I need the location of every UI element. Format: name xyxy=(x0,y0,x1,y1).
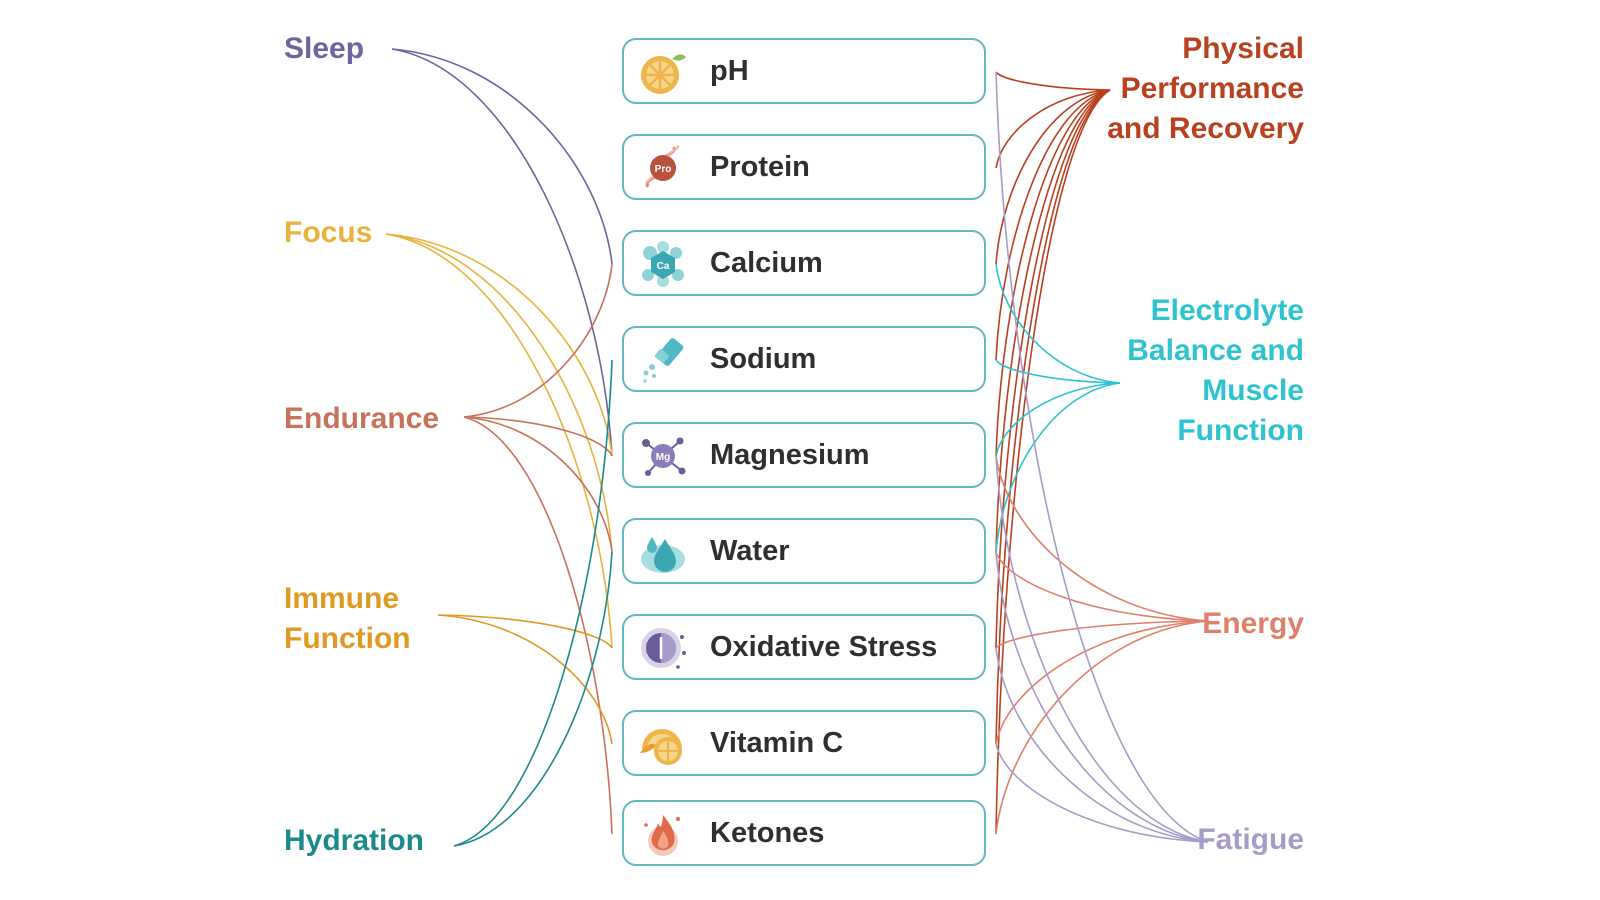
link-magnesium-physical xyxy=(995,89,1111,457)
biomarker-label: Vitamin C xyxy=(710,727,844,759)
label-line: Energy xyxy=(1202,607,1304,640)
lemon-slices-icon xyxy=(640,729,682,765)
biomarker-ph: pH xyxy=(622,38,986,104)
biomarker-label: Oxidative Stress xyxy=(710,631,938,663)
link-endurance-calcium xyxy=(463,263,613,418)
label-line: Sleep xyxy=(284,32,365,65)
link-sodium-electrolyte xyxy=(995,359,1121,384)
biomarker-protein: Pro Protein xyxy=(622,134,986,200)
link-sleep-magnesium xyxy=(391,48,613,457)
link-calcium-physical xyxy=(995,89,1111,265)
biomarker-label: Magnesium xyxy=(710,439,870,471)
label-electrolyte-balance: Electrolyte Balance and Muscle Function xyxy=(1127,291,1304,451)
link-magnesium-electrolyte xyxy=(995,382,1121,457)
link-ketones-physical xyxy=(995,89,1111,835)
icon-text: Ca xyxy=(657,261,670,272)
link-focus-magnesium xyxy=(385,233,613,457)
link-vitaminc-fatigue xyxy=(995,743,1209,843)
link-immune-oxidative xyxy=(437,614,613,649)
link-hydration-sodium xyxy=(453,359,613,847)
label-line: Physical xyxy=(1182,32,1304,65)
link-water-electrolyte xyxy=(995,382,1121,553)
biomarker-label: pH xyxy=(710,55,749,87)
biomarker-magnesium: Mg Magnesium xyxy=(622,422,986,488)
label-sleep: Sleep xyxy=(284,29,364,69)
biomarker-oxidative-stress: Oxidative Stress xyxy=(622,614,986,680)
biomarker-water: Water xyxy=(622,518,986,584)
label-line: Electrolyte xyxy=(1150,294,1304,327)
label-line: Hydration xyxy=(284,824,425,857)
label-line: Performance xyxy=(1120,72,1304,105)
salt-shaker-icon xyxy=(643,338,684,383)
link-immune-vitaminc xyxy=(437,614,613,745)
link-focus-water xyxy=(385,233,613,553)
label-energy: Energy xyxy=(1202,604,1304,644)
link-water-energy xyxy=(995,551,1209,622)
link-oxidative-fatigue xyxy=(995,647,1209,843)
link-ph-physical xyxy=(995,71,1111,91)
label-immune-function: Immune Function xyxy=(284,579,411,659)
magnesium-molecule-icon: Mg xyxy=(642,437,686,476)
label-line: and Recovery xyxy=(1107,112,1304,145)
link-focus-oxidative xyxy=(385,233,613,649)
label-line: Fatigue xyxy=(1197,823,1304,856)
biomarker-label: Protein xyxy=(710,151,810,183)
label-hydration: Hydration xyxy=(284,821,424,861)
link-vitaminc-physical xyxy=(995,89,1111,745)
icon-text: Pro xyxy=(655,164,672,175)
oxidative-stress-icon xyxy=(641,628,686,669)
label-physical-performance: Physical Performance and Recovery xyxy=(1107,29,1304,149)
label-line: Endurance xyxy=(284,402,440,435)
biomarker-calcium: Ca Calcium xyxy=(622,230,986,296)
biomarker-ketones: Ketones xyxy=(622,800,986,866)
label-focus: Focus xyxy=(284,213,372,253)
link-endurance-ketones xyxy=(463,416,613,835)
link-ketones-energy xyxy=(995,620,1209,835)
link-calcium-electrolyte xyxy=(995,263,1121,384)
label-fatigue: Fatigue xyxy=(1197,820,1304,860)
label-line: Immune xyxy=(284,582,400,615)
link-vitaminc-energy xyxy=(995,620,1209,745)
link-endurance-water xyxy=(463,416,613,553)
label-line: Function xyxy=(284,622,411,655)
link-sodium-physical xyxy=(995,89,1111,361)
icon-text: Mg xyxy=(656,452,670,463)
biomarker-label: Water xyxy=(710,535,790,567)
biomarker-vitamin-c: Vitamin C xyxy=(622,710,986,776)
label-line: Balance and xyxy=(1127,334,1304,367)
biomarker-label: Ketones xyxy=(710,817,825,849)
flame-icon xyxy=(644,815,680,856)
link-oxidative-energy xyxy=(995,620,1209,649)
biomarker-label: Sodium xyxy=(710,343,817,375)
link-oxidative-physical xyxy=(995,89,1111,649)
protein-strand-icon: Pro xyxy=(645,144,680,188)
link-endurance-magnesium xyxy=(463,416,613,457)
link-sleep-calcium xyxy=(391,48,613,265)
biomarker-sodium: Sodium xyxy=(622,326,986,392)
water-drop-icon xyxy=(641,537,685,573)
link-hydration-water xyxy=(453,551,613,847)
biomarker-label: Calcium xyxy=(710,247,823,279)
label-line: Muscle xyxy=(1202,374,1304,407)
link-magnesium-energy xyxy=(995,455,1209,622)
label-line: Focus xyxy=(284,216,373,249)
citrus-slice-icon xyxy=(641,54,686,94)
link-water-fatigue xyxy=(995,551,1209,843)
link-magnesium-fatigue xyxy=(995,455,1209,843)
label-line: Function xyxy=(1177,414,1304,447)
link-water-physical xyxy=(995,89,1111,553)
link-ph-fatigue xyxy=(995,71,1209,843)
calcium-hexagon-icon: Ca xyxy=(642,241,684,287)
label-endurance: Endurance xyxy=(284,399,439,439)
